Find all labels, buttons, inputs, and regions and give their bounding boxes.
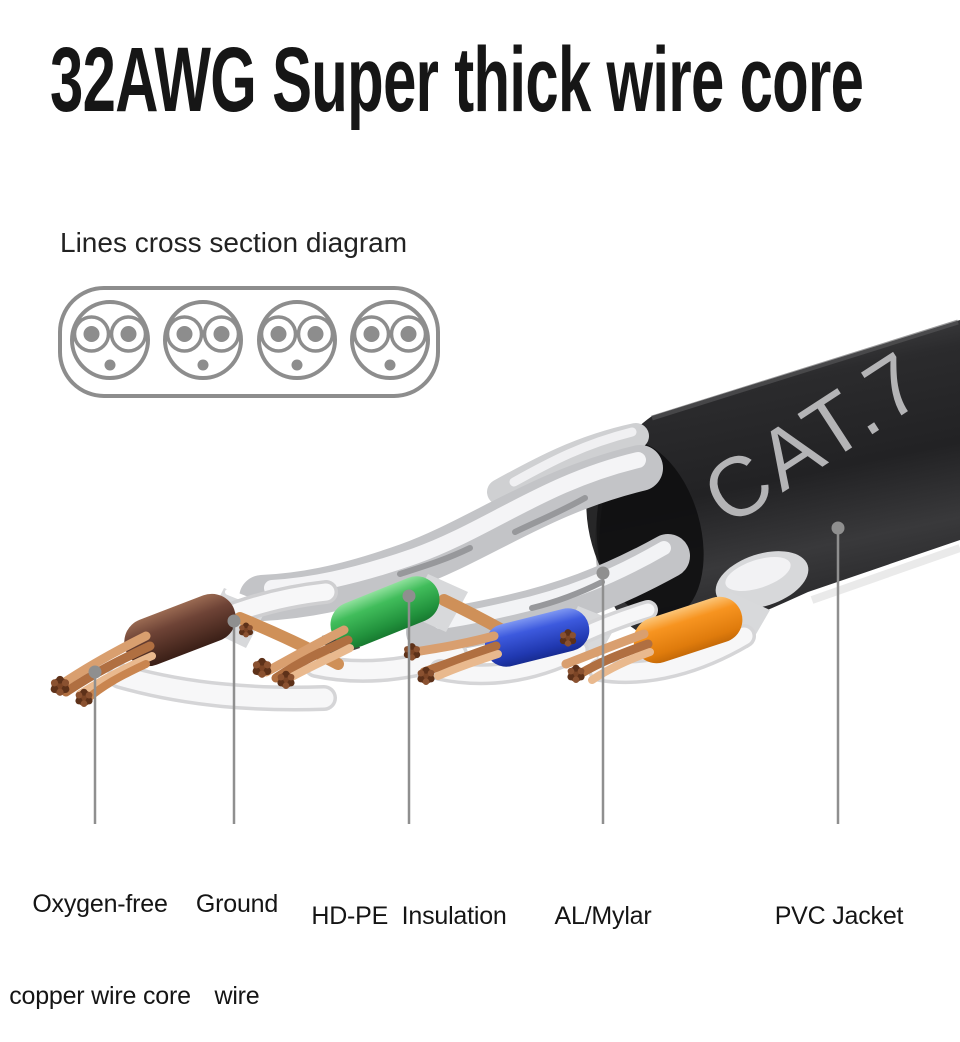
foil-rope-lower	[406, 534, 690, 654]
cable-illustration: CAT.7	[50, 319, 960, 824]
leader-dot	[831, 521, 845, 535]
cross-section-diagram	[58, 286, 440, 398]
copper-strand	[575, 639, 653, 679]
page-title: 32AWG Super thick wire core	[50, 29, 864, 131]
copper-strand	[57, 631, 151, 689]
cross-section-caption: Lines cross section diagram	[60, 227, 408, 258]
copper-strand	[61, 641, 155, 697]
callout-label-ground-wire: Ground wire	[179, 828, 295, 1042]
leader-dot	[596, 566, 610, 580]
callout-line: wire	[214, 981, 260, 1010]
pair-sleeve-orange	[633, 596, 743, 664]
callout-label-almylar: AL/Mylar	[501, 840, 705, 962]
foil-rope-lower-highlight	[433, 541, 671, 629]
pair-orange	[559, 596, 743, 684]
leader-dot	[402, 589, 416, 603]
white-wire-core	[110, 666, 334, 708]
copper-strand	[409, 631, 499, 657]
leader-lines	[88, 521, 845, 824]
foil-twist-accent	[397, 545, 473, 577]
copper-strand	[434, 650, 502, 680]
copper-strand	[261, 625, 349, 677]
pair-sleeve-blue	[484, 608, 590, 667]
copper-strand	[76, 652, 156, 698]
callout-line: Oxygen-free	[32, 890, 168, 918]
callout-line: PVC Jacket	[774, 902, 904, 930]
jacket-top-rim-highlight	[651, 319, 959, 421]
pair-blue	[403, 608, 590, 686]
callout-line: HD-PE Insulation	[311, 902, 507, 930]
callout-label-copper-core: Oxygen-free copper wire core	[6, 828, 194, 1042]
jacket-drop-shadow	[810, 544, 960, 604]
callout-line: AL/Mylar	[554, 902, 652, 930]
callout-line: copper wire core	[9, 981, 191, 1010]
foil-rope-top-highlight	[509, 427, 637, 487]
foil-twist-accent	[529, 579, 605, 611]
flat-jacket-outline	[58, 286, 440, 398]
leader-dot	[227, 614, 241, 628]
copper-strand	[588, 648, 654, 684]
callout-label-pvc-jacket: PVC Jacket	[737, 840, 941, 962]
callout-label-hdpe-insulation: HD-PE Insulation	[302, 840, 516, 962]
copper-strand	[286, 644, 354, 682]
product-infographic-page: { "title": "32AWG Super thick wire core"…	[9, 29, 960, 1010]
white-wire-core	[591, 627, 753, 681]
foil-twist-accent	[512, 495, 588, 535]
foil-spill-highlight	[725, 557, 791, 591]
callout-line: Ground	[195, 890, 279, 918]
leader-dot	[88, 665, 102, 679]
